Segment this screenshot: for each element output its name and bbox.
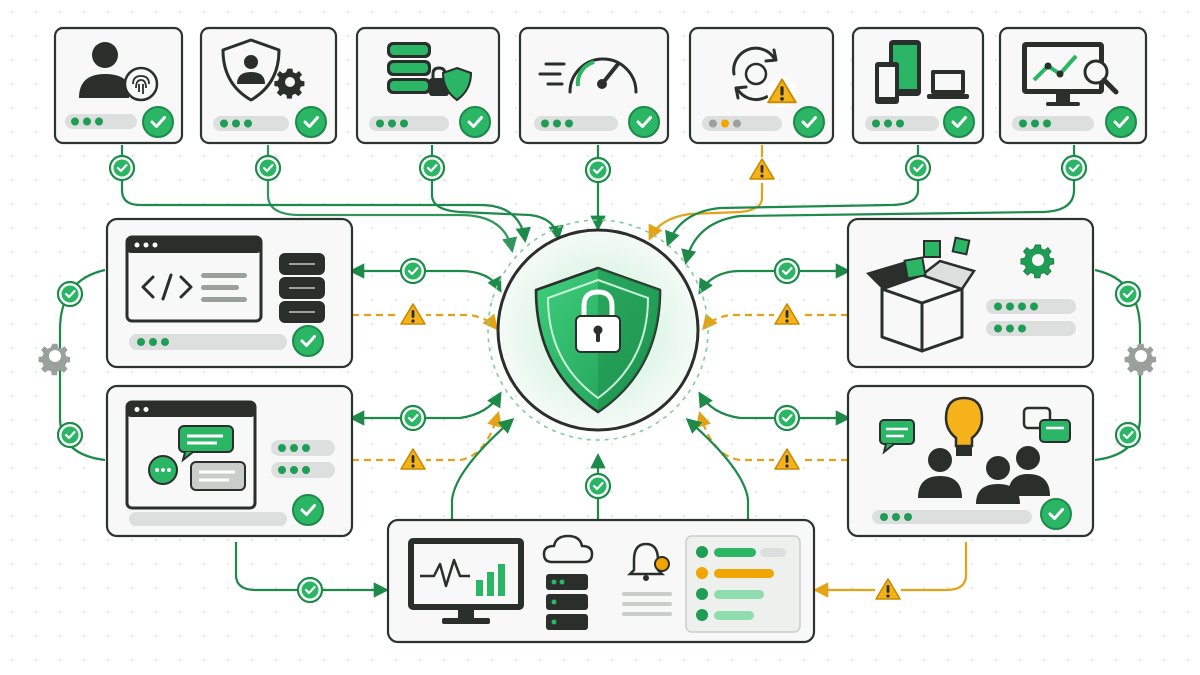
status-list-panel [685,535,801,633]
open-box-gear-icon [866,236,1055,353]
check-circle-icon [584,156,612,184]
node-performance[interactable] [518,26,670,145]
check-circle-icon [1039,497,1073,531]
warning-triangle-icon [399,446,427,474]
node-packages[interactable] [846,217,1095,369]
check-circle-icon [1104,105,1138,139]
node-database-security[interactable] [355,26,501,145]
check-circle-icon [418,154,446,182]
check-circle-icon [458,105,492,139]
sync-warning-icon [732,46,798,108]
speedometer-icon [538,57,638,94]
check-circle-icon [584,472,612,500]
warning-triangle-icon [874,576,902,604]
check-circle-icon [56,421,84,449]
devices-icon [875,40,969,104]
user-fingerprint-icon [79,42,159,102]
node-access-settings[interactable] [199,26,338,145]
top-status-badges [108,154,1088,184]
check-circle-icon [291,324,325,358]
side-status-badges [38,257,1157,604]
node-team-ideas[interactable] [846,384,1095,538]
bottom-connections [58,268,1142,598]
monitor-search-icon [1022,42,1119,106]
node-identity[interactable] [53,26,184,145]
warning-triangle-icon [399,301,427,329]
check-circle-icon [1060,154,1088,182]
check-circle-icon [1114,421,1142,449]
check-circle-icon [773,404,801,432]
check-circle-icon [942,105,976,139]
check-circle-icon [296,576,324,604]
check-circle-icon [108,154,136,182]
check-circle-icon [399,257,427,285]
user-shield-gear-icon [221,38,305,102]
warning-triangle-icon [773,446,801,474]
node-analytics[interactable] [998,26,1148,145]
code-window-server-icon [125,235,325,323]
check-circle-icon [254,154,282,182]
top-connections [120,145,1076,266]
chat-window-icon [125,400,257,510]
check-circle-icon [773,257,801,285]
node-sync[interactable] [688,26,835,145]
node-devices[interactable] [851,26,985,145]
database-lock-shield-icon [387,42,473,102]
check-circle-icon [627,105,661,139]
node-monitoring[interactable] [386,518,816,644]
node-chat[interactable] [105,384,354,538]
check-circle-icon [141,105,175,139]
check-circle-icon [291,493,325,527]
check-circle-icon [399,404,427,432]
team-lightbulb-icon [879,396,1071,504]
warning-triangle-icon [748,156,776,184]
shield-lock-icon [534,266,662,414]
central-security-hub [487,219,709,441]
node-code-server[interactable] [105,217,354,369]
check-circle-icon [792,105,826,139]
warning-triangle-icon [773,301,801,329]
check-circle-icon [904,154,932,182]
check-circle-icon [56,280,84,308]
check-circle-icon [294,105,328,139]
check-circle-icon [1114,280,1142,308]
monitor-cloud-server-bell-icon [408,534,672,630]
